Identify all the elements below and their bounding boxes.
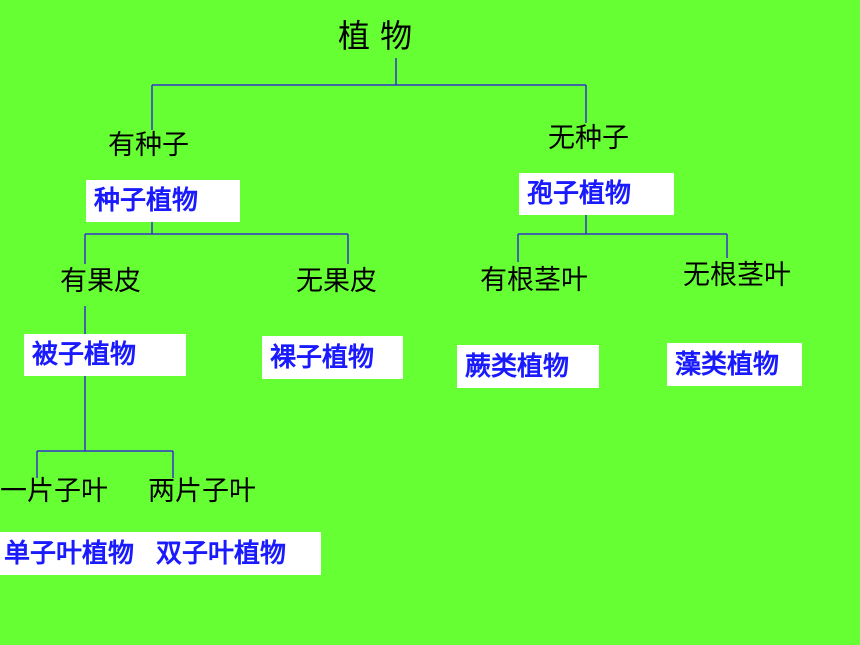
- nofruit-label: 无果皮: [296, 266, 377, 297]
- roots-group-box: 蕨类植物: [457, 345, 599, 388]
- dicot-label: 两片子叶: [148, 476, 256, 507]
- seed-group-box: 种子植物: [86, 180, 240, 222]
- fruit-group-box: 被子植物: [24, 334, 186, 376]
- noseed-label: 无种子: [548, 123, 629, 154]
- noroots-label: 无根茎叶: [683, 260, 791, 291]
- mono-label: 一片子叶: [0, 476, 108, 507]
- leaf-groups-box: 单子叶植物 双子叶植物: [0, 532, 321, 575]
- noroots-group-box: 藻类植物: [667, 343, 802, 386]
- fruit-label: 有果皮: [60, 266, 141, 297]
- roots-label: 有根茎叶: [480, 265, 588, 296]
- seed-label: 有种子: [108, 130, 189, 161]
- noseed-group-box: 孢子植物: [519, 173, 674, 215]
- nofruit-group-box: 裸子植物: [262, 336, 403, 379]
- root-label: 植 物: [338, 17, 413, 55]
- mono-group: 单子叶植物: [4, 538, 135, 569]
- dicot-group: 双子叶植物: [156, 538, 287, 569]
